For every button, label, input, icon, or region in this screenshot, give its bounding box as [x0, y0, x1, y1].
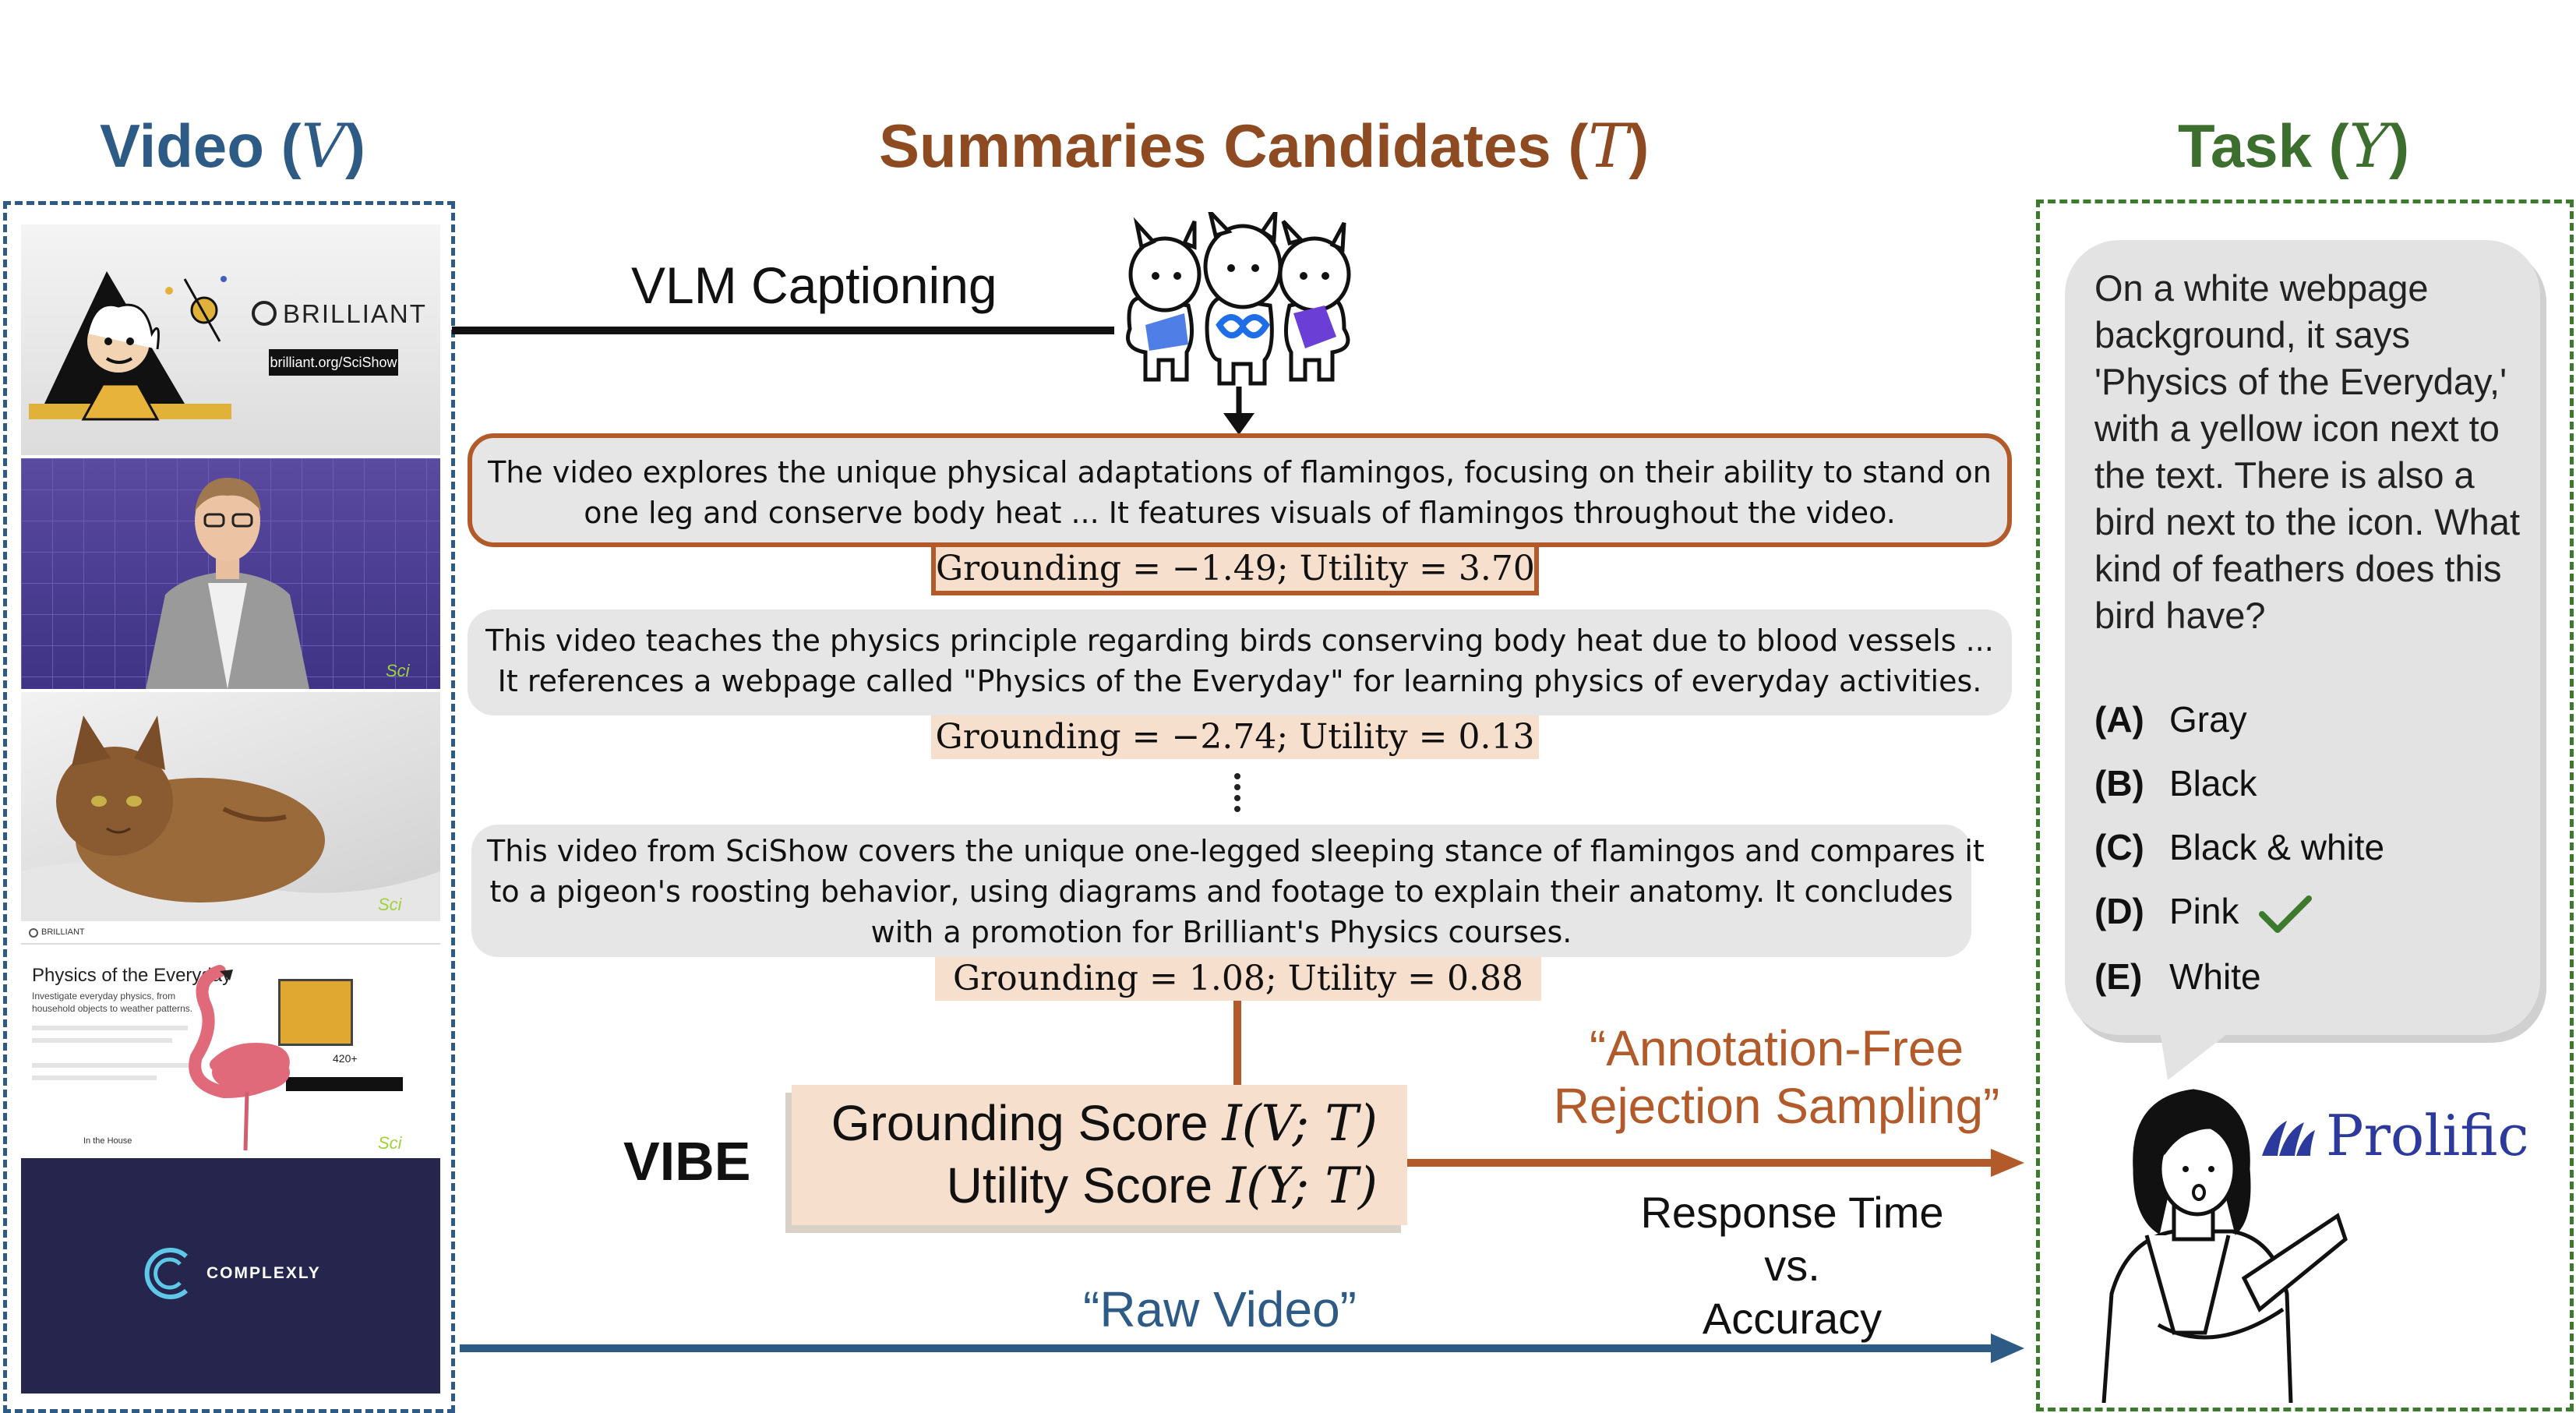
video-frame-3: Sci	[21, 692, 440, 921]
webpage-text-line	[32, 1063, 196, 1068]
option-a-label: Gray	[2169, 699, 2247, 740]
summary-2-line-2: It references a webpage called "Physics …	[497, 664, 1982, 698]
task-panel-border	[2036, 200, 2574, 1411]
summary-3-line-2: to a pigeon's roosting behavior, using d…	[489, 874, 1953, 909]
webpage-brand: BRILLIANT	[41, 927, 85, 937]
einstein-illustration	[29, 271, 231, 421]
webpage-logo-icon	[29, 928, 38, 938]
checkmark-icon	[2259, 895, 2313, 933]
task-header-close: )	[2389, 111, 2410, 180]
complexly-logo-icon	[144, 1248, 189, 1299]
summary-3-line-1: This video from SciShow covers the uniqu…	[487, 834, 1985, 868]
webpage-text-line	[32, 1026, 188, 1030]
prolific-logo: Prolific	[2256, 1103, 2529, 1168]
option-c[interactable]: (C) Black & white	[2094, 826, 2384, 868]
option-b[interactable]: (B) Black	[2094, 762, 2257, 804]
summary-1-score: Grounding = −1.49; Utility = 3.70	[931, 547, 1539, 595]
rejection-label-line-1: “Annotation-Free	[1589, 1020, 1964, 1076]
webpage-footer-text: In the House	[83, 1136, 132, 1146]
brilliant-url: brilliant.org/SciShow	[269, 349, 398, 376]
summary-candidate-1[interactable]: The video explores the unique physical a…	[468, 433, 2012, 547]
option-b-label: Black	[2169, 763, 2257, 804]
flamingo-image: Sci	[189, 965, 403, 1153]
webpage-stat-2: 420+	[333, 1052, 358, 1065]
task-header-var: Y	[2348, 111, 2390, 182]
option-d[interactable]: (D) Pink	[2094, 890, 2313, 934]
summary-1-line-2: one leg and conserve body heat ... It fe…	[584, 496, 1896, 530]
option-e-label: White	[2169, 956, 2261, 997]
option-c-key: (C)	[2094, 827, 2144, 867]
summary-candidate-2[interactable]: This video teaches the physics principle…	[468, 609, 2012, 715]
summaries-header-text: Summaries Candidates (	[879, 111, 1589, 180]
webpage-cta-button	[286, 1077, 403, 1091]
vlm-captioning-label: VLM Captioning	[631, 256, 997, 314]
video-header-close: )	[344, 111, 365, 180]
prolific-label: Prolific	[2326, 1103, 2529, 1168]
rejection-arrow-head-icon	[1991, 1149, 2024, 1177]
summary-2-score: Grounding = −2.74; Utility = 0.13	[931, 715, 1539, 759]
option-a-key: (A)	[2094, 699, 2144, 740]
summary-1-line-1: The video explores the unique physical a…	[488, 455, 1992, 489]
video-frame-2: Sci	[21, 458, 440, 689]
option-a[interactable]: (A) Gray	[2094, 698, 2247, 740]
cat-image: Sci	[21, 715, 440, 921]
video-header-var: V	[301, 111, 345, 182]
response-label-line-1: Response Time	[1640, 1188, 1944, 1237]
rejection-label-line-2: Rejection Sampling”	[1553, 1078, 2000, 1134]
svg-text:Sci: Sci	[378, 895, 403, 914]
utility-score-formula: I(Y; T)	[1226, 1157, 1378, 1215]
summary-candidate-3[interactable]: This video from SciShow covers the uniqu…	[471, 825, 1985, 957]
video-header-text: Video (	[100, 111, 302, 180]
video-header: Video (V)	[100, 111, 365, 182]
grounding-score-formula: I(V; T)	[1222, 1095, 1378, 1153]
presenter-image: Sci	[21, 458, 440, 689]
svg-text:Sci: Sci	[378, 1133, 403, 1153]
option-e-key: (E)	[2094, 956, 2143, 997]
option-b-key: (B)	[2094, 763, 2144, 804]
task-header-text: Task (	[2178, 111, 2349, 180]
webpage-text-line	[32, 1076, 157, 1080]
video-frame-1: BRILLIANT brilliant.org/SciShow	[21, 224, 440, 455]
vibe-label: VIBE	[623, 1131, 751, 1192]
response-label-line-2: vs.	[1764, 1241, 1820, 1290]
raw-video-arrow-head-icon	[1991, 1334, 2024, 1363]
prolific-logo-icon	[2262, 1121, 2315, 1156]
summaries-header: Summaries Candidates (T)	[879, 111, 1649, 182]
video-frame-4: BRILLIANT Physics of the Everyday Invest…	[21, 924, 440, 1155]
utility-score-line: Utility Score I(Y; T)	[947, 1157, 1378, 1215]
response-label-line-3: Accuracy	[1702, 1294, 1883, 1343]
summary-3-score: Grounding = 1.08; Utility = 0.88	[935, 957, 1541, 1001]
option-c-label: Black & white	[2169, 827, 2385, 867]
task-header: Task (Y)	[2178, 111, 2409, 182]
option-d-label: Pink	[2169, 891, 2239, 931]
yellow-house-icon	[278, 979, 353, 1046]
rejection-sampling-label: “Annotation-Free Rejection Sampling”	[1484, 1019, 2069, 1135]
webpage-subtitle: Investigate everyday physics, from house…	[32, 991, 193, 1014]
summaries-header-var: T	[1588, 111, 1629, 182]
video-frame-5: COMPLEXLY	[21, 1158, 440, 1394]
summary-2-line-1: This video teaches the physics principle…	[485, 623, 1994, 658]
option-d-key: (D)	[2094, 891, 2144, 931]
raw-video-label: “Raw Video”	[1083, 1281, 1357, 1337]
svg-text:Sci: Sci	[386, 661, 411, 680]
task-question: On a white webpage background, it says '…	[2094, 267, 2521, 636]
option-e[interactable]: (E) White	[2094, 956, 2261, 998]
utility-score-label: Utility Score	[946, 1157, 1226, 1213]
brilliant-brand: BRILLIANT	[283, 299, 427, 328]
grounding-score-label: Grounding Score	[831, 1095, 1223, 1151]
down-arrow-icon	[1223, 413, 1254, 435]
summary-3-line-3: with a promotion for Brilliant's Physics…	[870, 915, 1572, 949]
vibe-score-box: Grounding Score I(V; T) Utility Score I(…	[792, 1085, 1407, 1225]
complexly-brand: COMPLEXLY	[206, 1264, 321, 1282]
response-time-label: Response Time vs. Accuracy	[1597, 1186, 1987, 1345]
human-annotator-icon	[2101, 1089, 2348, 1403]
webpage-navbar	[21, 924, 440, 945]
brilliant-logo-icon	[252, 301, 277, 326]
llama-models-icon	[1126, 212, 1351, 386]
grounding-score-line: Grounding Score I(V; T)	[831, 1094, 1378, 1153]
summaries-header-close: )	[1629, 111, 1650, 180]
webpage-text-line	[32, 1038, 172, 1043]
bubble-tail	[2158, 1021, 2244, 1080]
